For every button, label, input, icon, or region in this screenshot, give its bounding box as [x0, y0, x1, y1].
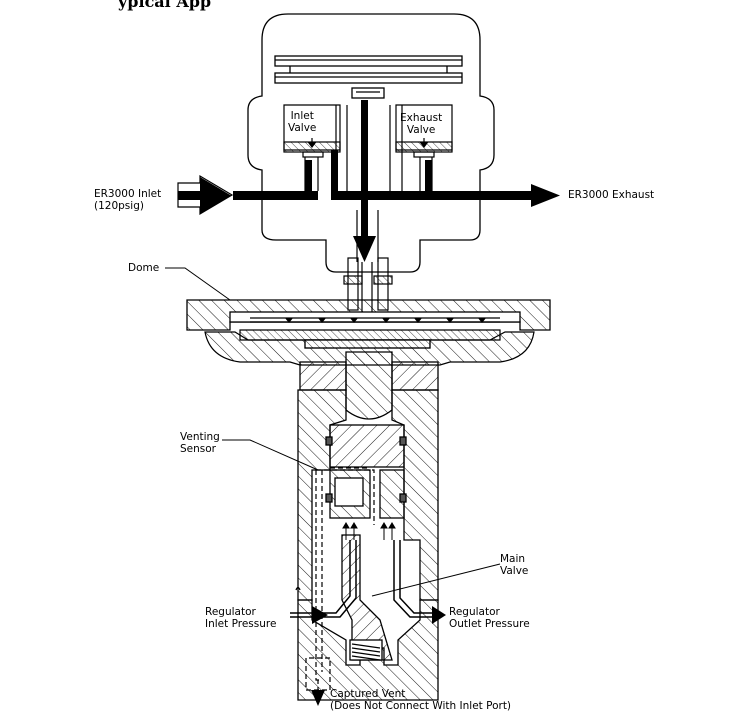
- dome-label: Dome: [128, 262, 160, 274]
- regulator-flows: [290, 540, 432, 618]
- flow-arrowheads: [311, 606, 446, 706]
- title-fragment: ypical App: [118, 0, 212, 11]
- controller-housing: [247, 13, 495, 273]
- regulator-lower-body: [295, 534, 439, 701]
- chamber-arrows: [342, 522, 396, 540]
- inlet-flow-path: [177, 160, 318, 216]
- er3000-exhaust-label: ER3000 Exhaust: [568, 189, 655, 201]
- exhaust-flow-path: [331, 150, 560, 207]
- er3000-inlet-label: ER3000 Inlet(120psig): [94, 188, 162, 212]
- regulator-body: [297, 351, 439, 601]
- captured-vent-label: Captured Vent(Does Not Connect With Inle…: [330, 688, 512, 712]
- leader-lines: [165, 267, 501, 597]
- dome-feed-arrow: [353, 100, 376, 262]
- exhaust-valve-body: [395, 104, 453, 158]
- dome-cap: [186, 299, 551, 331]
- diaphragm-bowl: [204, 329, 535, 366]
- inlet-valve-body: [283, 104, 341, 158]
